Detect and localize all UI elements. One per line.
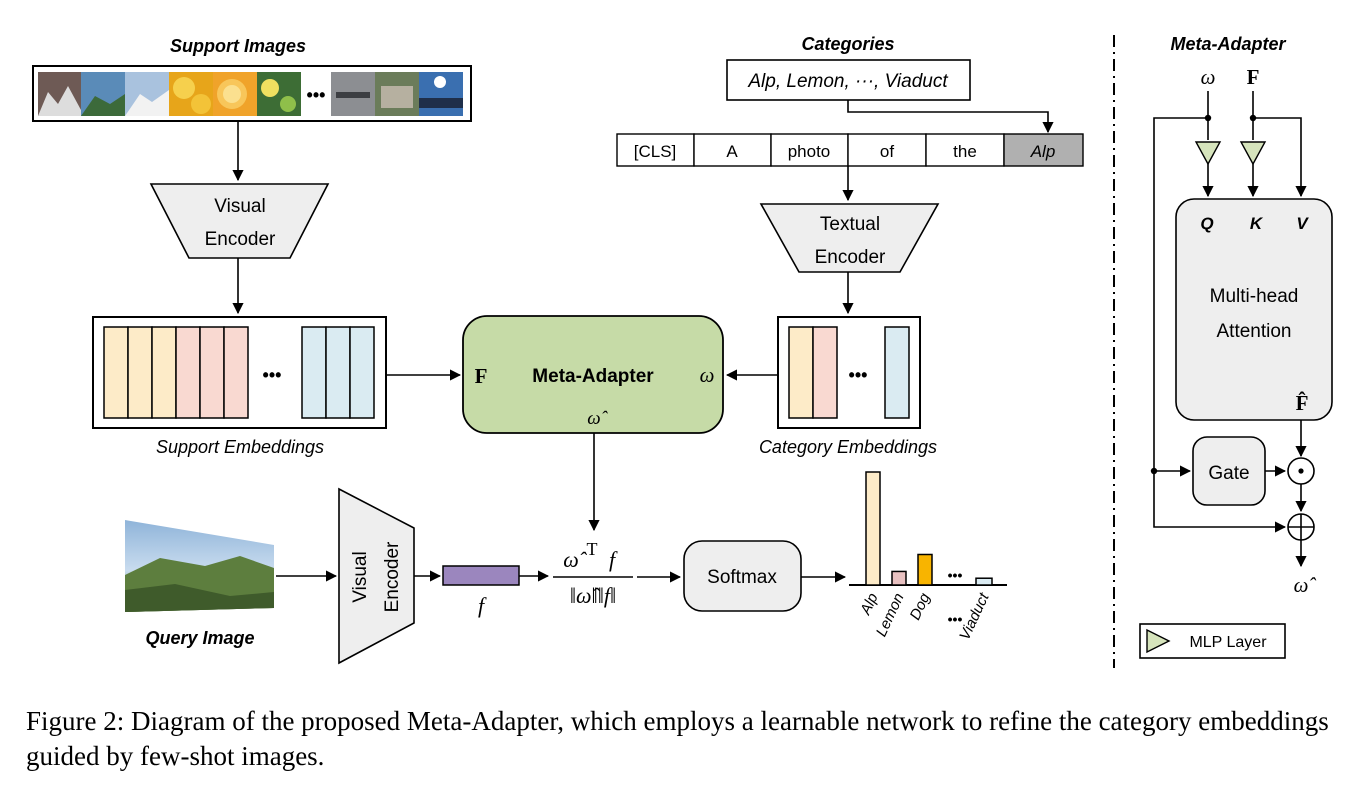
category-embeddings-ellipsis: ••• <box>849 365 868 385</box>
prompt-token-class: Alp <box>1030 142 1056 161</box>
support-embeddings-label: Support Embeddings <box>156 437 324 457</box>
query-image-label: Query Image <box>145 628 254 648</box>
result-bar-viaduct <box>975 577 993 586</box>
attention-line2: Attention <box>1217 321 1292 342</box>
legend-mlp-label: MLP Layer <box>1189 634 1267 651</box>
meta-adapter-label: Meta-Adapter <box>532 366 654 387</box>
query-feature-vector <box>442 565 520 586</box>
softmax-label: Softmax <box>707 567 777 588</box>
right-panel-omega: ω <box>1201 65 1216 89</box>
meta-adapter-input-F: F <box>475 364 488 388</box>
result-bar-label: Dog <box>907 590 934 623</box>
prompt-token: photo <box>788 142 831 161</box>
attention-line1: Multi-head <box>1210 286 1299 307</box>
mlp-layer-k <box>1239 141 1267 166</box>
gate-label: Gate <box>1208 463 1249 484</box>
result-bar-label: Alp <box>857 591 882 619</box>
support-thumb-peak <box>38 86 81 116</box>
support-thumb-snow <box>125 90 169 116</box>
visual-encoder-line2: Encoder <box>205 229 276 250</box>
query-encoder-line2: Encoder <box>382 541 403 612</box>
textual-encoder <box>759 203 940 273</box>
similarity-numerator-f: f <box>609 547 618 572</box>
attention-q: Q <box>1200 214 1213 233</box>
category-embeddings: ••• <box>777 316 921 429</box>
diagram-canvas: Support Images ••• Visual Encoder <box>32 34 1333 668</box>
prompt-token: the <box>953 142 977 161</box>
similarity-denominator: ‖ω̂‖‖f‖ <box>570 583 616 608</box>
cosine-similarity: ω̂ T f ‖ω̂‖‖f‖ <box>553 539 633 608</box>
mlp-legend-icon <box>1146 628 1171 654</box>
similarity-numerator: ω̂ <box>563 547 588 572</box>
visual-encoder <box>149 183 330 259</box>
prompt-token: A <box>726 142 738 161</box>
meta-adapter-input-omega: ω <box>700 363 715 387</box>
multi-head-attention-block <box>1175 198 1333 421</box>
result-bar-ellipsis: ••• <box>948 567 963 583</box>
categories-title: Categories <box>801 34 894 54</box>
right-panel-title: Meta-Adapter <box>1170 34 1286 54</box>
prompt-token: [CLS] <box>634 142 677 161</box>
support-thumb-hill <box>81 94 125 116</box>
query-image <box>125 520 274 612</box>
attention-output-F-hat: F̂ <box>1296 391 1309 415</box>
prompt-tokens: [CLS] A photo of the Alp <box>616 133 1084 167</box>
result-bars <box>865 471 993 586</box>
support-embeddings: ••• <box>92 316 387 429</box>
support-images-strip: ••• <box>32 65 472 122</box>
result-label-ellipsis: ••• <box>948 611 963 627</box>
textual-encoder-line2: Encoder <box>815 247 886 268</box>
prompt-token: of <box>880 142 894 161</box>
softmax-block <box>683 540 802 612</box>
category-embeddings-label: Category Embeddings <box>759 437 937 457</box>
right-panel-F: F <box>1247 65 1260 89</box>
attention-v: V <box>1296 214 1309 233</box>
attention-k: K <box>1250 214 1264 233</box>
query-feature-label: f <box>478 593 487 618</box>
query-encoder-line1: Visual <box>350 551 371 602</box>
visual-encoder-line1: Visual <box>214 196 265 217</box>
meta-adapter-block <box>462 315 724 434</box>
mlp-layer-q <box>1194 141 1222 166</box>
support-ellipsis: ••• <box>307 85 326 105</box>
result-bar-alp <box>865 471 881 586</box>
right-panel-omega-hat: ω̂ <box>1294 573 1317 597</box>
textual-encoder-line1: Textual <box>820 214 880 235</box>
figure-caption: Figure 2: Diagram of the proposed Meta-A… <box>26 706 1329 771</box>
result-bar-lemon <box>891 570 907 586</box>
result-bar-dog <box>917 553 933 586</box>
support-images-title: Support Images <box>170 36 306 56</box>
categories-list: Alp, Lemon, ···, Viaduct <box>747 71 948 92</box>
support-embeddings-ellipsis: ••• <box>263 365 282 385</box>
query-visual-encoder <box>338 487 415 665</box>
similarity-superscript: T <box>587 539 598 559</box>
